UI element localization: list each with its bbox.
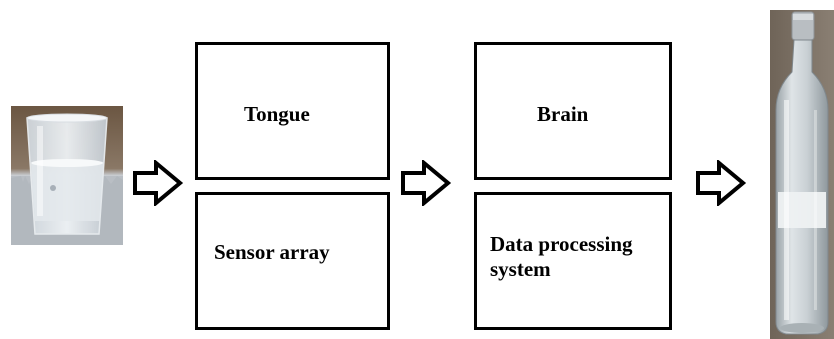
- glass-bottle-photo: [770, 10, 834, 339]
- data-processing-label: Data processing system: [490, 232, 633, 282]
- data-processing-box: [474, 192, 672, 330]
- sensor-array-box: [195, 192, 390, 330]
- brain-box: [474, 42, 672, 180]
- arrow-right-icon: [401, 160, 452, 206]
- sensor-array-label: Sensor array: [214, 240, 330, 264]
- brain-label: Brain: [537, 102, 589, 126]
- tongue-box: [195, 42, 390, 180]
- arrow-right-icon: [696, 160, 747, 206]
- arrow-right-icon: [133, 160, 184, 206]
- water-cup-photo: [11, 106, 123, 245]
- tongue-label: Tongue: [244, 102, 310, 126]
